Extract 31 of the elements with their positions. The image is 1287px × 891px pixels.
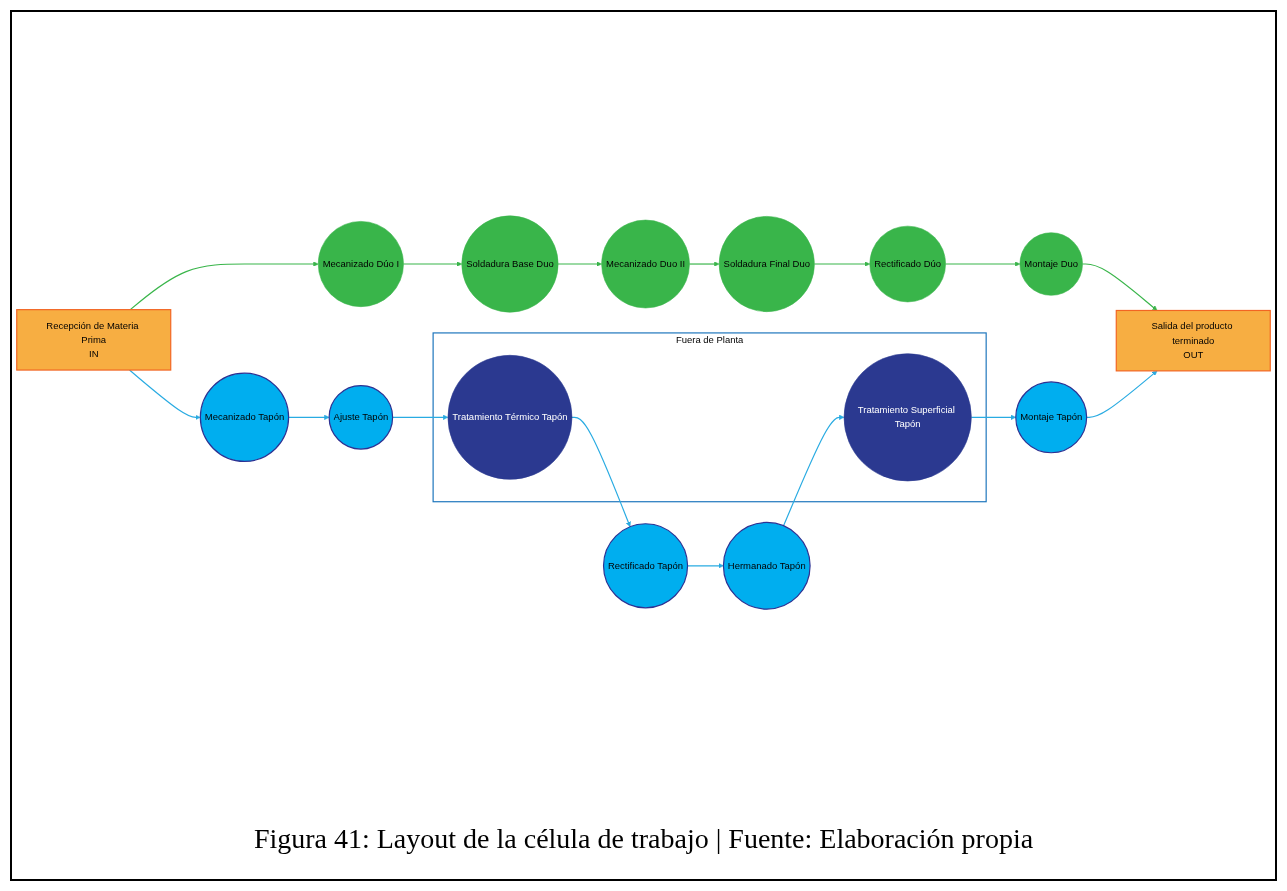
node-box: Recepción de Materia Prima IN xyxy=(16,309,172,371)
node-circle: Montaje Duo xyxy=(1019,232,1083,296)
arrow xyxy=(688,261,720,267)
node-circle: Hermanado Tapón xyxy=(722,521,811,610)
arrow xyxy=(128,369,201,420)
arrow xyxy=(288,414,330,420)
node-circle: Montaje Tapón xyxy=(1015,381,1088,454)
arrow xyxy=(945,261,1021,267)
node-circle: Tratamiento Superficial Tapón xyxy=(843,353,972,482)
arrow xyxy=(571,416,631,527)
node-circle: Tratamiento Térmico Tapón xyxy=(447,355,573,480)
figure-caption: Figura 41: Layout de la célula de trabajo | Fuente: Elaboración propia xyxy=(253,823,1034,855)
node-circle: Mecanizado Dúo I xyxy=(317,221,404,307)
arrow xyxy=(813,261,871,267)
node-circle: Rectificado Dúo xyxy=(869,225,946,303)
node-circle: Soldadura Base Duo xyxy=(461,215,559,313)
node-circle: Mecanizado Tapón xyxy=(199,372,290,463)
arrow xyxy=(1081,263,1158,311)
node-circle: Ajuste Tapón xyxy=(328,385,394,450)
arrow xyxy=(392,414,449,420)
arrow xyxy=(129,261,319,311)
node-circle: Rectificado Tapón xyxy=(602,523,689,609)
arrow xyxy=(1086,370,1158,418)
arrow xyxy=(782,414,845,527)
node-circle: Soldadura Final Duo xyxy=(718,216,815,312)
node-box: Salida del producto terminado OUT xyxy=(1115,309,1271,372)
arrow xyxy=(402,261,462,267)
arrow xyxy=(557,261,602,267)
node-circle: Mecanizado Duo II xyxy=(601,219,690,309)
arrow xyxy=(687,563,724,569)
arrow xyxy=(970,414,1016,420)
